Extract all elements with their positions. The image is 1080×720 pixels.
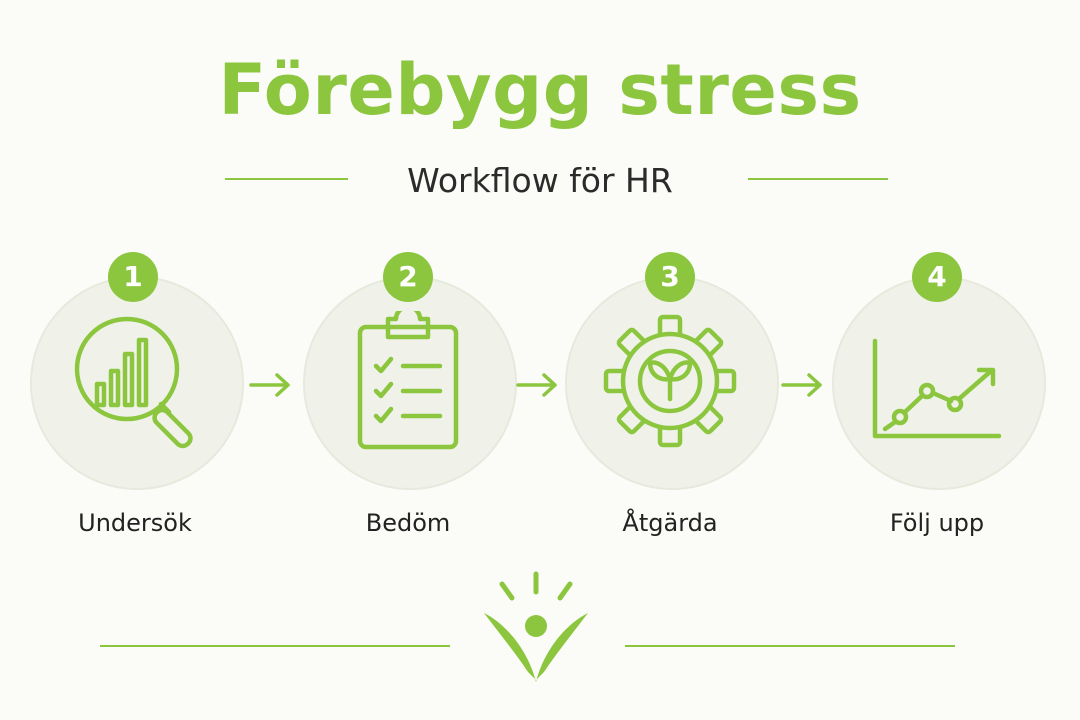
page-subtitle: Workflow för HR bbox=[407, 161, 673, 200]
step-1: 1 Undersök bbox=[30, 230, 250, 550]
step-number-badge: 4 bbox=[912, 252, 962, 302]
step-number-badge: 2 bbox=[383, 252, 433, 302]
step-label: Undersök bbox=[78, 509, 192, 537]
step-label: Bedöm bbox=[365, 509, 451, 537]
subtitle-row: Workflow för HR bbox=[0, 155, 1080, 205]
trend-chart-icon bbox=[872, 338, 1002, 439]
subtitle-left-divider bbox=[225, 178, 348, 180]
step-label: Följ upp bbox=[889, 509, 985, 537]
footer-left-divider bbox=[100, 645, 450, 647]
gear-sprout-icon bbox=[603, 314, 737, 448]
arrow-right-icon bbox=[249, 373, 290, 397]
step-circle bbox=[832, 276, 1046, 490]
magnifier-chart-icon bbox=[74, 316, 193, 449]
footer-right-divider bbox=[625, 645, 955, 647]
page-title: Förebygg stress bbox=[218, 49, 862, 131]
subtitle-right-divider bbox=[748, 178, 888, 180]
step-label: Åtgärda bbox=[622, 509, 718, 537]
step-3: 3 Åtgärda bbox=[565, 230, 785, 550]
arrow-right-icon bbox=[781, 373, 822, 397]
person-sunrise-logo-icon bbox=[484, 571, 588, 682]
arrow-right-icon bbox=[516, 373, 557, 397]
clipboard-checklist-icon bbox=[357, 311, 459, 450]
step-number-badge: 1 bbox=[108, 252, 158, 302]
step-circle bbox=[303, 276, 517, 490]
step-number-badge: 3 bbox=[645, 252, 695, 302]
step-4: 4 Följ upp bbox=[832, 230, 1052, 550]
step-2: 2 Bedöm bbox=[303, 230, 523, 550]
